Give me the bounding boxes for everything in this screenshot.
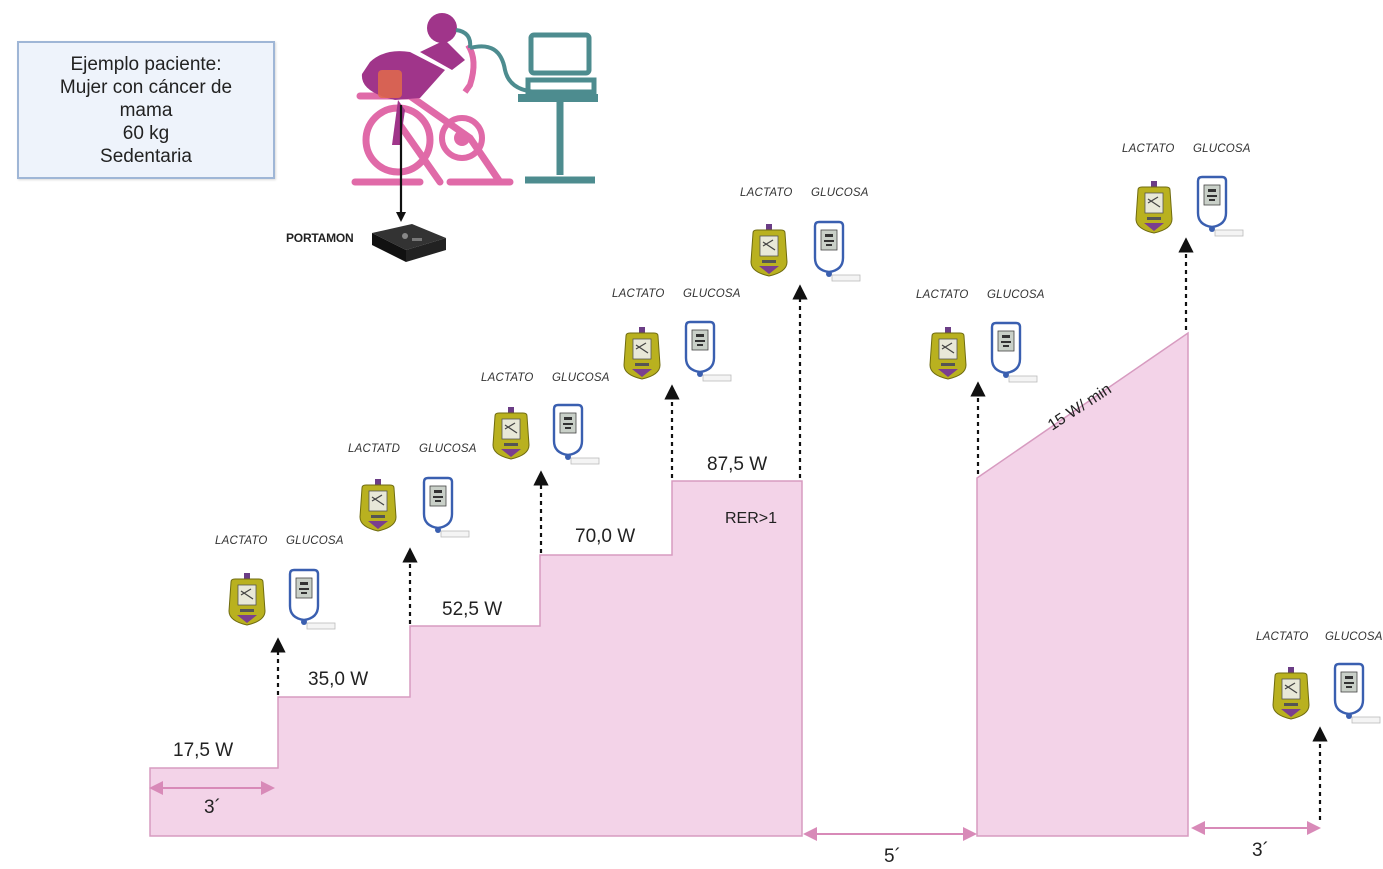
glucose-meter-icon <box>1333 662 1382 725</box>
patient-line: Mujer con cáncer de <box>59 76 233 98</box>
glucose-meter-icon <box>422 476 471 539</box>
cyclist-ergometer-illustration <box>351 13 541 222</box>
lactate-label: LACTATD <box>348 443 401 455</box>
lactate-meter-icon <box>623 326 661 380</box>
lactate-meter-icon <box>492 406 530 460</box>
glucose-meter-icon <box>552 403 601 466</box>
ramp-area <box>976 331 1189 837</box>
glucose-label: GLUCOSA <box>1193 143 1251 155</box>
lactate-meter-icon <box>1272 666 1310 720</box>
glucose-meter-icon <box>288 568 337 631</box>
glucose-label: GLUCOSA <box>286 535 344 547</box>
lactate-meter-icon <box>228 572 266 626</box>
stage-load-1: 17,5 W <box>173 740 234 761</box>
lactate-label: LACTATO <box>612 288 665 300</box>
lactate-meter-icon <box>359 478 397 532</box>
lactate-label: LACTATO <box>481 372 534 384</box>
stage-load-5: 87,5 W <box>707 454 768 475</box>
glucose-label: GLUCOSA <box>683 288 741 300</box>
patient-example-box: Ejemplo paciente: Mujer con cáncer de ma… <box>17 41 275 179</box>
lactate-label: LACTATO <box>916 289 969 301</box>
lactate-meter-icon <box>750 223 788 277</box>
stage-load-2: 35,0 W <box>308 669 369 690</box>
patient-line: mama <box>119 99 173 121</box>
patient-line: 60 kg <box>122 122 170 144</box>
lactate-meter-icon <box>1135 180 1173 234</box>
incremental-steps-area <box>149 480 803 837</box>
lactate-label: LACTATO <box>1122 143 1175 155</box>
portamon-label: PORTAMON <box>286 231 354 245</box>
glucose-meter-icon <box>813 220 862 283</box>
final-duration-label: 3´ <box>1252 840 1269 861</box>
glucose-label: GLUCOSA <box>552 372 610 384</box>
glucose-label: GLUCOSA <box>1325 631 1383 643</box>
stage-load-3: 52,5 W <box>442 599 503 620</box>
glucose-label: GLUCOSA <box>987 289 1045 301</box>
lactate-meter-icon <box>929 326 967 380</box>
glucose-label: GLUCOSA <box>419 443 477 455</box>
glucose-label: GLUCOSA <box>811 187 869 199</box>
lactate-label: LACTATO <box>740 187 793 199</box>
portamon-device-icon <box>372 224 446 262</box>
stage-duration-label: 3´ <box>204 797 221 818</box>
rest-duration-label: 5´ <box>884 846 901 867</box>
rer-note: RER>1 <box>725 510 778 527</box>
lactate-label: LACTATO <box>215 535 268 547</box>
lactate-label: LACTATO <box>1256 631 1309 643</box>
glucose-meter-icon <box>990 321 1039 384</box>
patient-line: Ejemplo paciente: <box>70 53 222 75</box>
glucose-meter-icon <box>1196 175 1245 238</box>
gas-analyzer-workstation-icon <box>518 32 598 184</box>
stage-load-4: 70,0 W <box>575 526 636 547</box>
patient-line: Sedentaria <box>100 145 192 167</box>
glucose-meter-icon <box>684 320 733 383</box>
